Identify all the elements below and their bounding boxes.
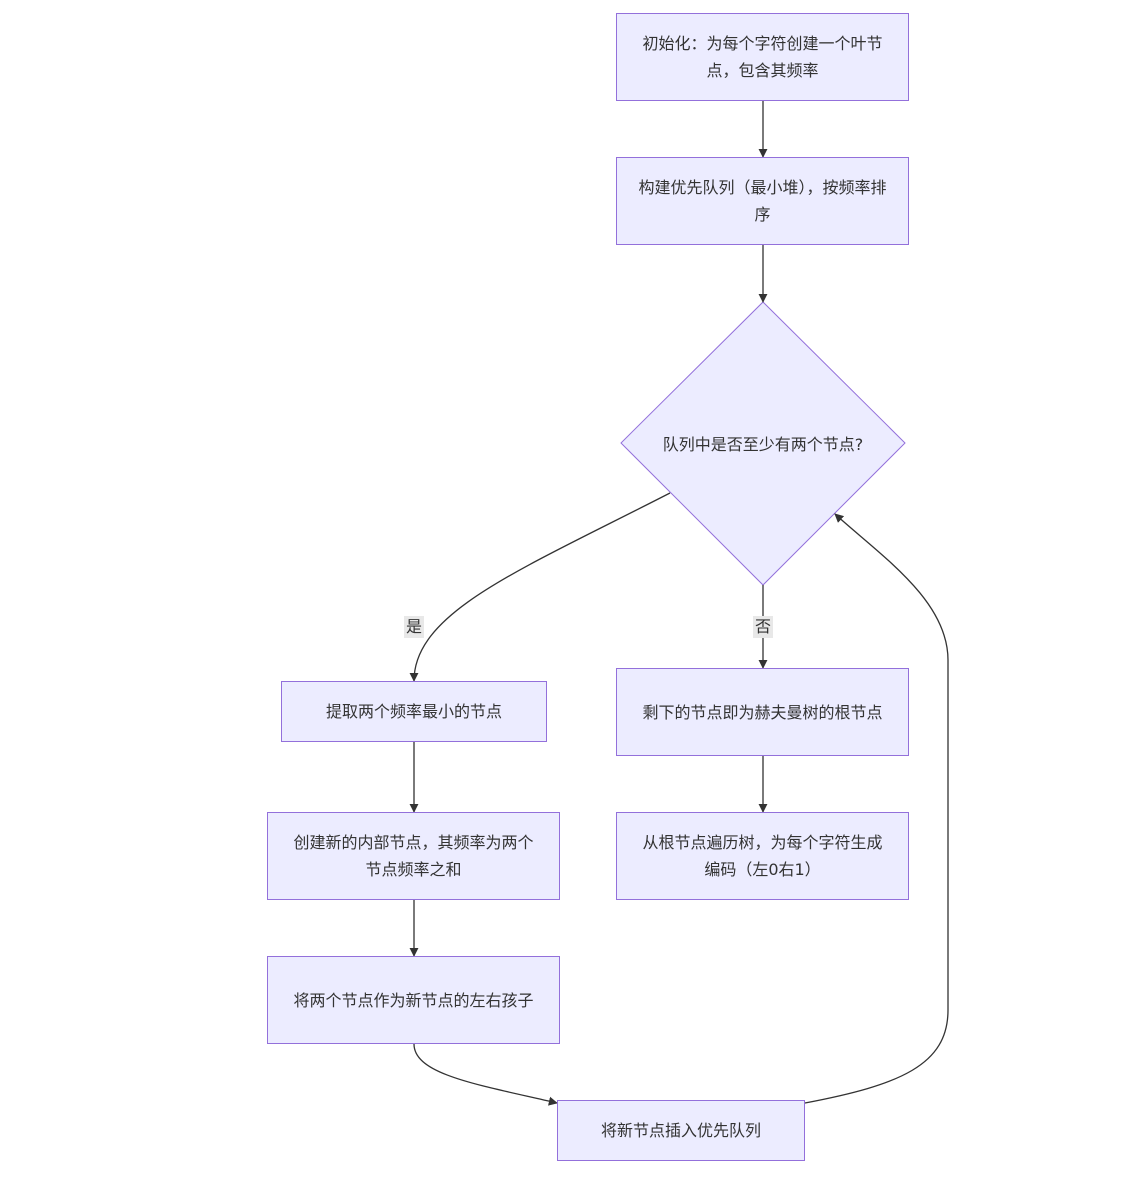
edge-insert-to-decision — [804, 513, 949, 1104]
node-traverse-label: 从根节点遍历树，为每个字符生成编码（左0右1） — [642, 833, 883, 879]
node-create-internal: 创建新的内部节点，其频率为两个节点频率之和 — [267, 812, 560, 900]
node-set-children: 将两个节点作为新节点的左右孩子 — [267, 956, 560, 1044]
node-extract-label: 提取两个频率最小的节点 — [325, 702, 502, 721]
node-decision: 队列中是否至少有两个节点? — [641, 423, 885, 463]
node-root: 剩下的节点即为赫夫曼树的根节点 — [616, 668, 909, 756]
node-insert: 将新节点插入优先队列 — [557, 1100, 805, 1161]
node-build-queue: 构建优先队列（最小堆），按频率排序 — [616, 157, 909, 245]
node-init: 初始化：为每个字符创建一个叶节点，包含其频率 — [616, 13, 909, 101]
node-create-internal-label: 创建新的内部节点，其频率为两个节点频率之和 — [293, 833, 534, 879]
edge-label-no: 否 — [753, 616, 774, 638]
node-init-label: 初始化：为每个字符创建一个叶节点，包含其频率 — [642, 34, 883, 80]
node-traverse: 从根节点遍历树，为每个字符生成编码（左0右1） — [616, 812, 909, 900]
node-extract: 提取两个频率最小的节点 — [281, 681, 547, 742]
node-set-children-label: 将两个节点作为新节点的左右孩子 — [293, 990, 534, 1010]
node-decision-label: 队列中是否至少有两个节点? — [662, 435, 864, 454]
edge-label-yes: 是 — [404, 616, 425, 638]
edge-children-to-insert — [413, 1043, 558, 1106]
node-root-label: 剩下的节点即为赫夫曼树的根节点 — [642, 702, 883, 722]
edge-decision-yes-to-extract — [409, 492, 671, 682]
node-insert-label: 将新节点插入优先队列 — [600, 1121, 761, 1140]
node-build-queue-label: 构建优先队列（最小堆），按频率排序 — [638, 178, 887, 224]
